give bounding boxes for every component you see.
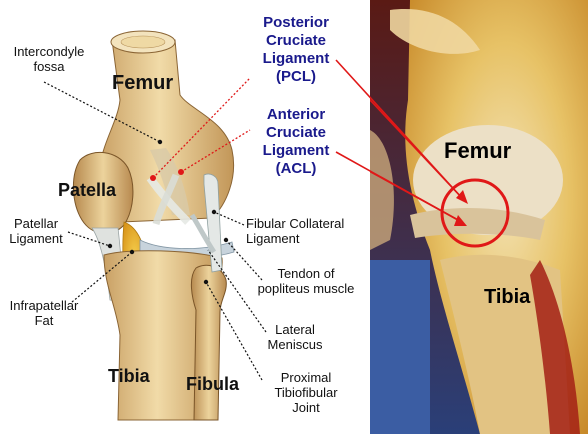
fibular-collateral-ligament-label: Fibular Collateral Ligament [246,216,370,246]
infrapatellar-fat-label: Infrapatellar Fat [2,298,86,328]
photo-tibia-label: Tibia [484,286,530,309]
popliteus-tendon-label: Tendon of popliteus muscle [248,266,364,296]
fibula-label: Fibula [186,374,239,395]
intercondyle-fossa-label: Intercondyle fossa [6,44,92,74]
lateral-meniscus-label: Lateral Meniscus [262,322,328,352]
pcl-label: Posterior Cruciate Ligament (PCL) [248,14,344,86]
femur-label: Femur [112,72,173,95]
acl-label: Anterior Cruciate Ligament (ACL) [248,106,344,178]
tibiofibular-joint-label: Proximal Tibiofibular Joint [262,370,350,415]
photo-femur-label: Femur [444,138,511,164]
patella-label: Patella [58,180,116,201]
patellar-ligament-label: Patellar Ligament [4,216,68,246]
tibia-label: Tibia [108,366,150,387]
